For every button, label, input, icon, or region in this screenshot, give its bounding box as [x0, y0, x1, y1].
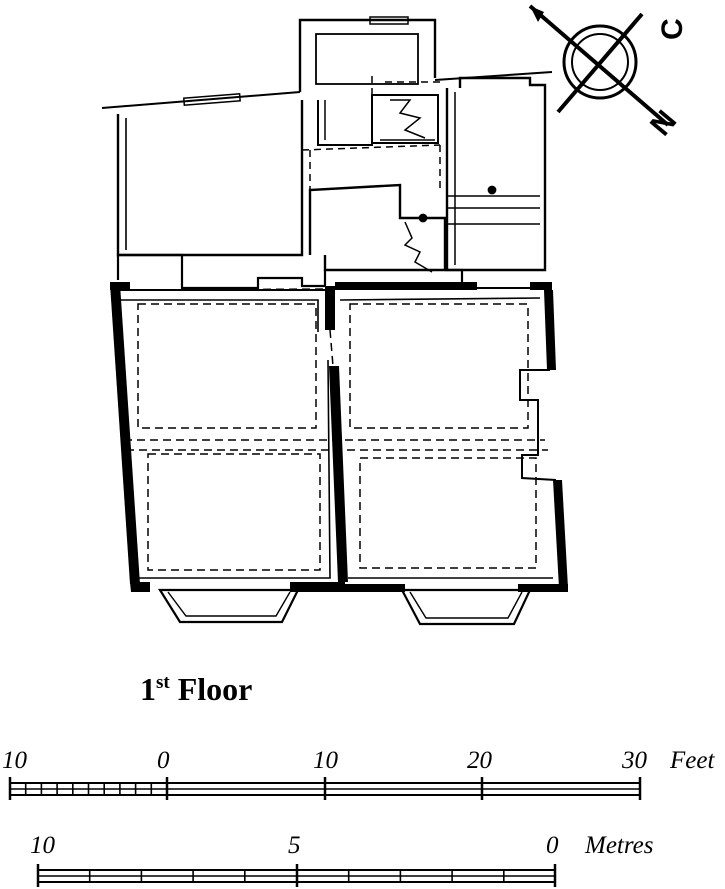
front-right-inner-wall — [339, 297, 541, 301]
feet-tick-label-10: 10 — [313, 747, 339, 774]
floor-title-suffix: st — [156, 672, 170, 693]
metres-tick-label-0: 0 — [546, 832, 559, 859]
newel-post-upper — [487, 185, 497, 195]
compass-inner-ring — [571, 33, 629, 91]
rear-window — [182, 93, 241, 106]
top-tower-inner — [315, 33, 419, 85]
floor-title-word: Floor — [170, 671, 253, 707]
front-block — [110, 253, 568, 626]
feet-scale-bar: 10 0 10 20 30 Feet — [2, 747, 715, 800]
bottom-wall-left-b — [290, 582, 345, 592]
boundary-line-left — [101, 91, 301, 109]
dashed-door-gap — [329, 329, 334, 367]
floor-title: 1st Floor — [140, 671, 252, 707]
metres-tick-label-10: 10 — [30, 832, 56, 859]
metres-scale-bar: 10 5 0 Metres — [30, 832, 654, 887]
front-block-upper-outline-right — [445, 268, 464, 285]
front-block-upper-outline — [116, 253, 327, 290]
compass-outer-ring — [562, 24, 638, 100]
boundary-line-right — [434, 71, 553, 81]
compass-needle-2 — [556, 12, 644, 114]
floor-title-number: 1 — [140, 671, 156, 707]
top-tower-window — [369, 16, 409, 25]
north-compass: C N — [528, 4, 689, 142]
dashed-room-ne — [349, 303, 529, 429]
upper-stair-box — [371, 94, 439, 144]
metres-tick-label-5: 5 — [288, 832, 301, 859]
right-bay-window — [400, 588, 532, 626]
dashed-room-nw — [137, 303, 317, 429]
rear-dashed-beams — [301, 76, 441, 190]
rear-wing — [101, 16, 553, 273]
right-bay-window-inner — [409, 591, 523, 619]
front-dashed-lines — [119, 287, 548, 571]
front-left-inner-wall — [120, 299, 319, 332]
rear-room-walls — [116, 100, 304, 257]
dashed-room-se — [359, 457, 537, 569]
feet-tick-label-20: 20 — [467, 747, 493, 774]
middle-compartment — [317, 95, 373, 146]
top-wall-right — [335, 282, 477, 290]
bottom-wall-mid — [345, 584, 405, 592]
feet-tick-label-30: 30 — [621, 747, 648, 774]
stair-hall-walls — [308, 183, 447, 272]
feet-tick-label-10-left: 10 — [2, 747, 28, 774]
feet-tick-label-0: 0 — [157, 747, 170, 774]
metres-subdivisions — [88, 870, 505, 882]
feet-subdivisions — [24, 783, 153, 795]
central-party-wall — [325, 286, 335, 330]
top-wall-left-corner — [110, 282, 130, 290]
left-outer-wall — [110, 284, 140, 584]
left-bay-window-inner — [167, 591, 291, 617]
compass-arrow-tip — [530, 6, 544, 22]
feet-unit-label: Feet — [669, 747, 715, 774]
metres-unit-label: Metres — [584, 832, 654, 859]
top-tower-walls — [298, 18, 437, 92]
lower-stair-steps — [403, 221, 433, 273]
compass-c-label: C — [656, 18, 689, 40]
right-wall-lower — [553, 480, 568, 588]
bottom-wall-left-a — [130, 582, 150, 592]
dashed-top-beam — [119, 287, 546, 291]
left-bay-window — [158, 588, 300, 624]
dashed-room-sw — [147, 453, 321, 571]
upper-stair-steps — [390, 99, 426, 139]
right-wall-upper — [544, 290, 556, 370]
newel-post-lower — [418, 213, 428, 223]
front-left-inner-wall-lower — [138, 359, 331, 579]
rear-right-room — [445, 76, 547, 272]
top-wall-right-corner — [530, 282, 552, 290]
right-projection — [519, 369, 557, 481]
central-party-wall-lower — [329, 366, 348, 582]
